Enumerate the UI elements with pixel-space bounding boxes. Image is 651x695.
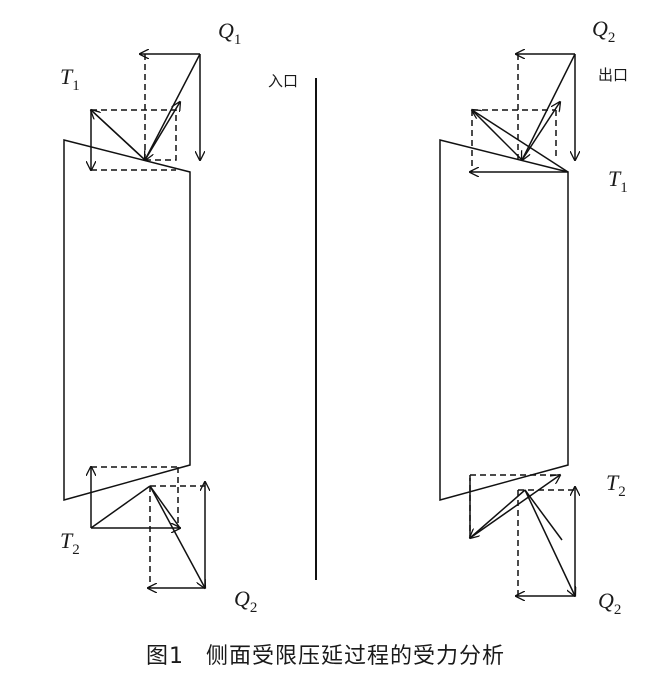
label-left-Q1: Q [218, 18, 234, 43]
force-analysis-diagram: Q1 T1 T2 Q2 入口 Q2 出口 T1 T2 Q2 [60, 16, 628, 618]
left-bottom-forces [91, 467, 205, 588]
label-left-T1: T [60, 64, 74, 89]
left-top-dashed-box [91, 109, 177, 161]
svg-text:Q1: Q1 [218, 18, 241, 48]
label-exit: 出口 [598, 66, 628, 84]
figure-title: 侧面受限压延过程的受力分析 [205, 644, 505, 669]
label-left-Q2: Q [234, 586, 250, 611]
svg-text:T1: T1 [608, 166, 628, 196]
left-panel [63, 54, 205, 588]
left-Q1-arrow [145, 53, 201, 160]
right-top-forces [470, 54, 575, 172]
label-right-T1: T [608, 166, 622, 191]
right-panel [439, 54, 575, 596]
right-labels: Q2 出口 T1 T2 Q2 [592, 16, 628, 618]
figure-number: 图1 [145, 644, 184, 669]
label-right-T2: T [606, 470, 620, 495]
svg-text:Q2: Q2 [598, 588, 621, 618]
label-right-Q2-bottom: Q [598, 588, 614, 613]
svg-text:T2: T2 [606, 470, 626, 500]
right-bottom-forces [470, 475, 575, 596]
label-entry: 入口 [268, 72, 298, 90]
svg-text:Q2: Q2 [592, 16, 615, 46]
label-left-T2: T [60, 528, 74, 553]
svg-text:T1: T1 [60, 64, 80, 94]
label-right-Q2: Q [592, 16, 608, 41]
right-Q2-arrow [522, 53, 576, 160]
right-Q2-bottom-arrow [524, 489, 575, 596]
right-workpiece [439, 139, 569, 501]
right-T2-arrow [470, 489, 526, 538]
left-top-forces [91, 54, 200, 170]
left-labels: Q1 T1 T2 Q2 入口 [60, 18, 298, 616]
svg-text:Q2: Q2 [234, 586, 257, 616]
figure-caption: 图1 侧面受限压延过程的受力分析 [0, 638, 651, 670]
left-workpiece [63, 139, 191, 501]
svg-text:T2: T2 [60, 528, 80, 558]
left-T2-arrow [90, 485, 151, 529]
right-T1-arrow [472, 110, 569, 173]
left-Q2-arrow [149, 485, 205, 588]
